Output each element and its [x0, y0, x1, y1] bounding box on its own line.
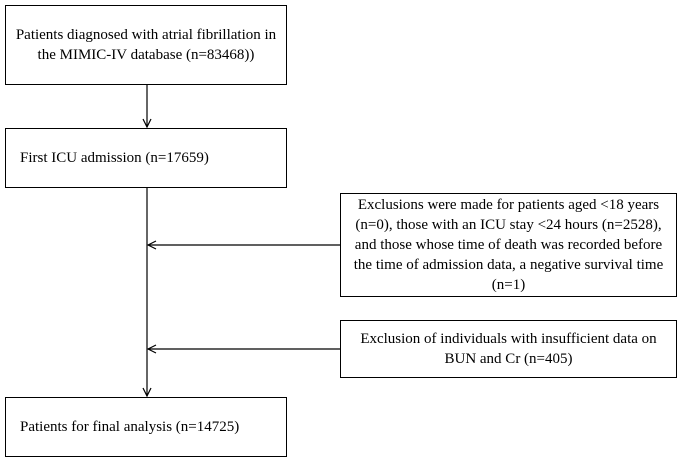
box-exclusion-insufficient-data: Exclusion of individuals with insufficie… [340, 320, 677, 378]
box-diagnosed-text: Patients diagnosed with atrial fibrillat… [15, 27, 277, 63]
box-exclusion-1-text: Exclusions were made for patients aged <… [353, 197, 664, 293]
box-exclusion-age-icu-stay: Exclusions were made for patients aged <… [340, 193, 677, 297]
box-diagnosed-patients: Patients diagnosed with atrial fibrillat… [5, 5, 287, 85]
box-exclusion-2-text: Exclusion of individuals with insufficie… [360, 331, 657, 367]
box-final-analysis: Patients for final analysis (n=14725) [5, 397, 287, 457]
box-first-icu-text: First ICU admission (n=17659) [20, 150, 209, 166]
box-final-text: Patients for final analysis (n=14725) [20, 419, 240, 435]
box-first-icu-admission: First ICU admission (n=17659) [5, 128, 287, 188]
